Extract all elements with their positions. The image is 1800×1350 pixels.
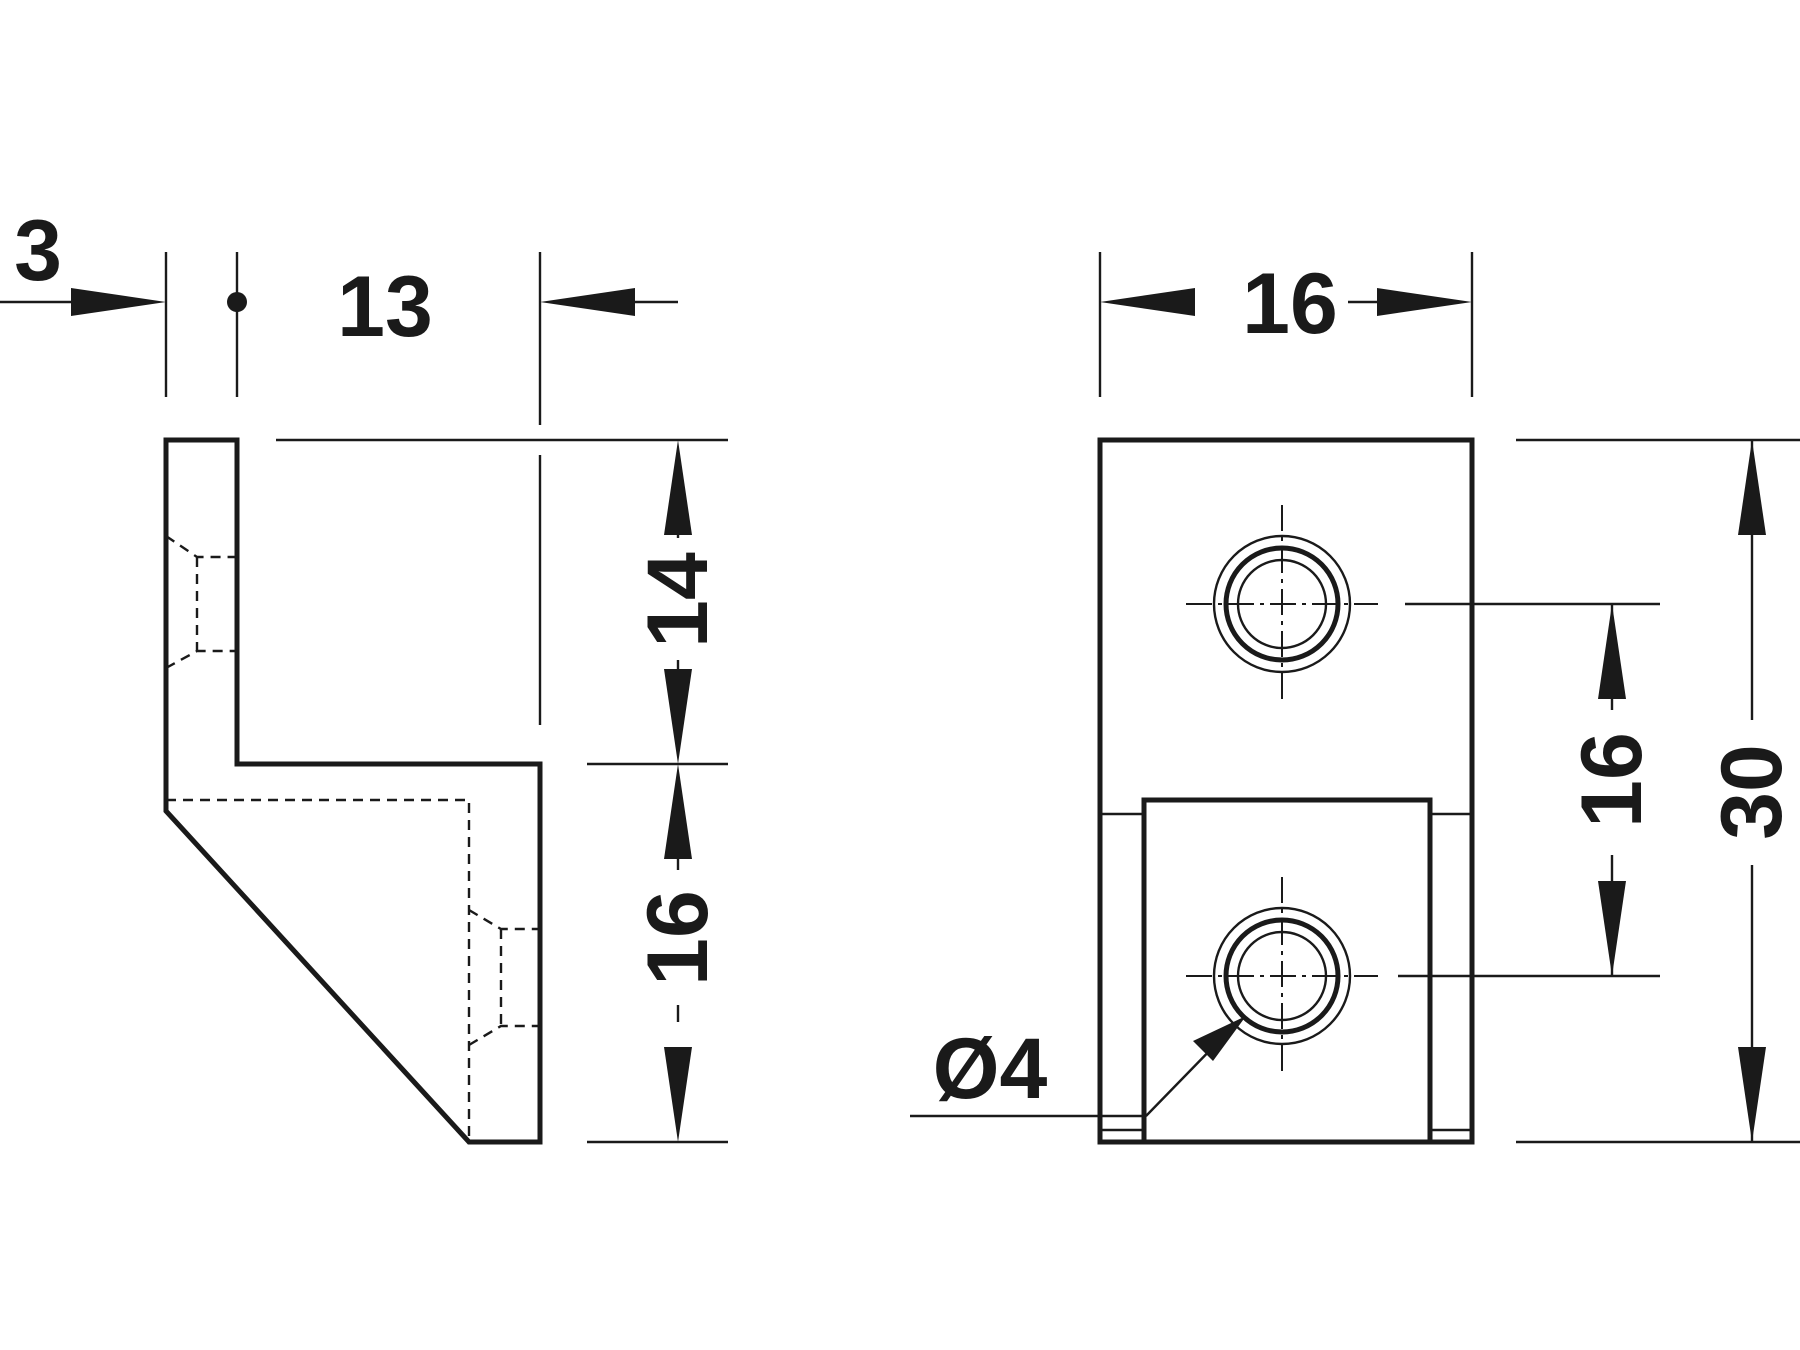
front-view-inner-edges	[1100, 812, 1472, 1132]
front-view-inner-tab	[1141, 797, 1433, 1142]
dim-total-height-label: 30	[1704, 744, 1800, 840]
arrow-total-bottom	[1738, 1047, 1766, 1142]
side-view-outline	[163, 437, 543, 1145]
dim-thickness-label: 3	[14, 203, 62, 299]
lower-hole-countersink	[1212, 906, 1352, 1046]
front-view: 16 16 30 Ø4	[910, 252, 1800, 1145]
lower-hole	[1186, 877, 1378, 1074]
arrow-depth	[540, 288, 635, 316]
side-view: 3 13 14 16	[0, 203, 728, 1145]
arrow-upper-top	[664, 440, 692, 535]
front-view-outline	[1097, 437, 1475, 1145]
dim-lower-height-label: 16	[630, 890, 726, 986]
side-lower-hole-hidden	[468, 908, 540, 1047]
upper-hole-countersink	[1212, 534, 1352, 674]
arrow-lower-bottom	[664, 1047, 692, 1142]
arrow-diameter	[1193, 1016, 1246, 1061]
arrow-lower-top	[664, 764, 692, 859]
arrow-spacing-top	[1598, 604, 1626, 699]
arrow-spacing-bottom	[1598, 881, 1626, 976]
arrow-total-top	[1738, 440, 1766, 535]
dim-upper-height-label: 14	[630, 552, 726, 648]
arrow-thickness	[71, 288, 166, 316]
arrow-width-right	[1377, 288, 1472, 316]
dim-hole-spacing-label: 16	[1564, 732, 1660, 828]
arrow-upper-bottom	[664, 669, 692, 764]
dim-hole-diameter-label: Ø4	[933, 1021, 1048, 1117]
dim-depth-label: 13	[337, 259, 433, 355]
upper-hole	[1186, 505, 1378, 702]
arrow-width-left	[1100, 288, 1195, 316]
side-lower-hidden	[166, 798, 471, 1142]
dim-width-label: 16	[1242, 256, 1338, 352]
side-upper-hole-hidden	[165, 535, 237, 670]
dot-thickness	[227, 292, 247, 312]
